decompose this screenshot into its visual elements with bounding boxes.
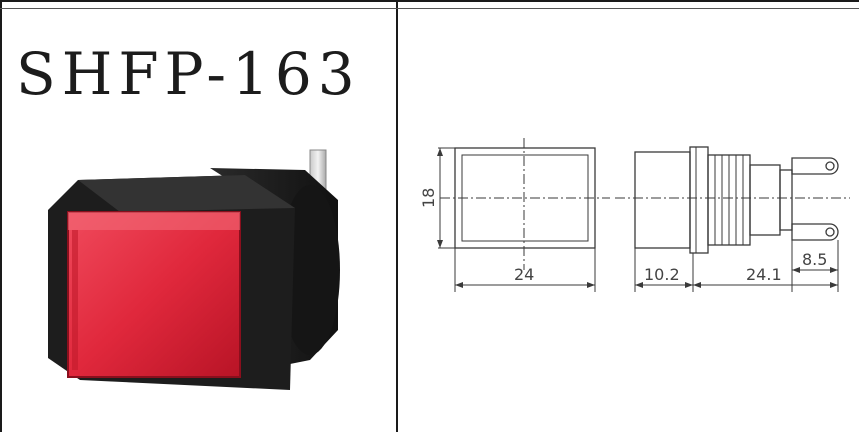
dimension-drawing: 18 24 10.2 24.1 8.5 [419, 138, 850, 292]
frame-header-rule-left [0, 8, 397, 9]
frame-header-rule-right [397, 8, 859, 9]
frame-divider [396, 0, 398, 432]
body-length-label: 24.1 [746, 265, 782, 284]
height-dimension-label: 18 [419, 188, 438, 208]
red-lens [67, 211, 241, 378]
product-photo [48, 149, 340, 390]
terminal-tab [791, 157, 839, 175]
bezel-depth-label: 10.2 [644, 265, 680, 284]
frame-top-border [0, 0, 859, 2]
mounting-ring [280, 185, 340, 355]
model-title: SHFP-163 [16, 40, 361, 108]
frame-left-border [0, 0, 2, 432]
side-view-bezel [634, 151, 691, 249]
terminal-length-label: 8.5 [802, 250, 827, 269]
terminal-tab [791, 223, 839, 241]
width-dimension-label: 24 [514, 265, 534, 284]
